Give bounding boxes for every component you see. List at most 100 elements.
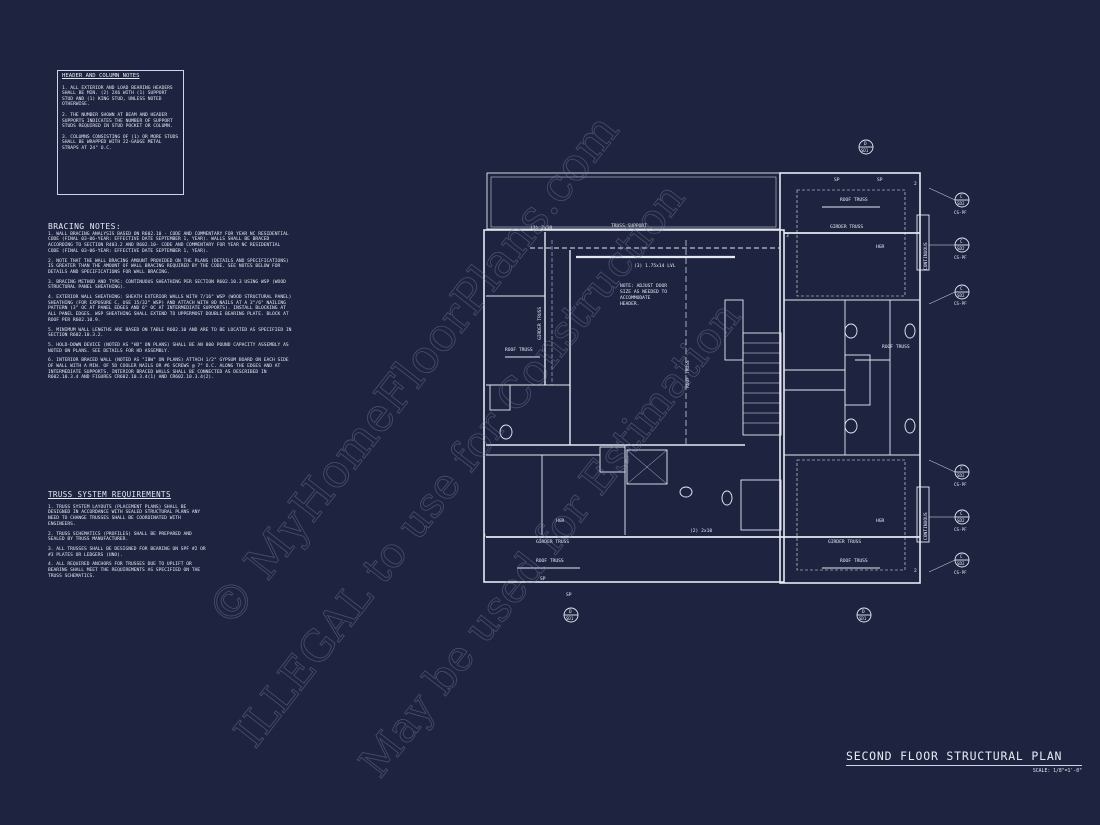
bracing-note-4: 4. EXTERIOR WALL SHEATHING: SHEATH EXTER… [48, 295, 292, 323]
vanity-west [489, 384, 511, 411]
continuous-header-south [916, 486, 930, 543]
label-sp-1: SP [566, 592, 572, 598]
svg-text:D: D [864, 141, 867, 147]
bracing-note-2: 2. NOTE THAT THE WALL BRACING AMOUNT PRO… [48, 258, 289, 275]
floor-plan-drawing: TRUSS SUPPORT (3) 2x10 (3) 1.75x14 LVL N… [483, 139, 970, 623]
header-note-3: 3. COLUMNS CONSISTING OF (1) OR MORE STU… [62, 134, 179, 151]
upper-roof-inner [490, 176, 777, 228]
detail-sheet-6: SD2 [957, 561, 965, 566]
label-girder-truss-se: GIRDER TRUSS [828, 539, 861, 545]
detail-ref-2: CS-PF [954, 255, 967, 260]
detail-ref-4: CS-PF [954, 482, 967, 487]
truss-requirements: TRUSS SYSTEM REQUIREMENTS 1. TRUSS SYSTE… [48, 490, 208, 583]
detail-sheet-2: SD2 [957, 246, 965, 251]
label-hgr-ne: HGR [876, 244, 885, 250]
label-num-3-b: 3 [786, 233, 789, 239]
svg-text:D: D [569, 609, 572, 615]
stair-treads [743, 342, 781, 424]
svg-text:SD1: SD1 [566, 616, 574, 621]
label-roof-truss-ne: ROOF TRUSS [840, 197, 868, 203]
detail-tag-1: C [960, 194, 963, 199]
label-roof-truss-sw: ROOF TRUSS [536, 558, 564, 564]
toilet-west [499, 424, 513, 440]
label-lvl: (3) 1.75x14 LVL [634, 263, 676, 269]
truss-req-2: 2. TRUSS SCHEMATICS (PROFILES) SHALL BE … [48, 531, 192, 543]
detail-ref-5: CS-PF [954, 527, 967, 532]
bracing-notes-title: BRACING NOTES: [48, 222, 122, 231]
truss-req-3: 3. ALL TRUSSES SHALL BE DESIGNED FOR BEA… [48, 546, 206, 558]
label-continuous-north: CONTINUOUS [923, 242, 929, 270]
label-girder-truss-west: GIRDER TRUSS [537, 307, 543, 340]
label-door-note-2: SIZE AS NEEDED TO [620, 289, 667, 295]
truss-req-1: 1. TRUSS SYSTEM LAYOUTS (PLACEMENT PLANS… [48, 504, 201, 527]
detail-leaders [928, 187, 956, 573]
label-hgr-se: HGR [876, 518, 885, 524]
sink [679, 486, 693, 498]
stair [742, 332, 782, 436]
detail-tag-5: C [960, 511, 963, 516]
detail-sheet-4: SD2 [957, 473, 965, 478]
truss-req-4: 4. ALL REQUIRED ANCHORS FOR TRUSSES DUE … [48, 562, 201, 579]
continuous-header-north [916, 214, 930, 271]
label-hgr-sw: HGR [556, 518, 565, 524]
exterior-wall-main [483, 229, 785, 583]
sink-se [904, 418, 916, 434]
label-truss-support: TRUSS SUPPORT [611, 223, 647, 229]
detail-tag-6: C [960, 554, 963, 559]
label-num-3-a: 3 [483, 533, 486, 539]
header-notes-title: HEADER AND COLUMN NOTES [62, 73, 140, 79]
bracing-note-6: 5. HOLD-DOWN DEVICE (NOTED AS "HD" ON PL… [48, 342, 289, 354]
label-girder-truss-ne: GIRDER TRUSS [830, 224, 863, 230]
detail-sheet-3: SD2 [957, 293, 965, 298]
label-door-note-1: NOTE: ADJUST DOOR [620, 283, 667, 289]
section-tag-south-1: D SD1 [563, 607, 579, 623]
tub-east [844, 354, 871, 406]
sink-ne [904, 323, 916, 339]
detail-tag-2: C [960, 239, 963, 244]
detail-sheet-1: SD2 [957, 201, 965, 206]
header-column-notes: HEADER AND COLUMN NOTES 1. ALL EXTERIOR … [57, 70, 184, 195]
label-roof-truss-center: ROOF TRUSS [685, 360, 691, 388]
drawing-scale: SCALE: 1/8"=1'-0" [1032, 769, 1082, 774]
title-block: SECOND FLOOR STRUCTURAL PLAN SCALE: 1/8"… [846, 749, 1082, 774]
bracing-note-3: 3. BRACING METHOD AND TYPE: CONTINUOUS S… [48, 279, 286, 291]
shower [626, 449, 668, 485]
label-beam-2x10: (2) 2x10 [690, 528, 712, 534]
exterior-wall-east [779, 172, 921, 584]
svg-text:SD1: SD1 [859, 616, 867, 621]
bracing-notes: BRACING NOTES: 1. WALL BRACING ANALYSIS … [48, 222, 293, 385]
label-roof-truss-w: ROOF TRUSS [505, 347, 533, 353]
label-sp-4: SP [877, 177, 883, 183]
detail-tag-3: C [960, 286, 963, 291]
svg-text:D: D [862, 609, 865, 615]
drawing-title: SECOND FLOOR STRUCTURAL PLAN [846, 749, 1082, 766]
label-num-2-b: 2 [914, 568, 917, 574]
label-continuous-south: CONTINUOUS [923, 512, 929, 540]
label-door-note-4: HEADER. [620, 301, 639, 307]
truss-requirements-title: TRUSS SYSTEM REQUIREMENTS [48, 490, 171, 499]
label-roof-truss-e: ROOF TRUSS [882, 344, 910, 350]
header-note-2: 2. THE NUMBER SHOWN AT BEAM AND HEADER S… [62, 112, 173, 130]
truss-zone-se [796, 459, 906, 571]
label-girder-truss-sw: GIRDER TRUSS [536, 539, 569, 545]
bracing-note-5: 5. MINIMUM WALL LENGTHS ARE BASED ON TAB… [48, 327, 292, 339]
label-roof-truss-se: ROOF TRUSS [840, 558, 868, 564]
toilet-se [844, 418, 858, 434]
bracing-note-1: 1. WALL BRACING ANALYSIS BASED ON R602.1… [48, 231, 289, 254]
detail-ref-1: CS-PF [954, 210, 967, 215]
label-sp-3: SP [834, 177, 840, 183]
upper-roof-outline [486, 172, 781, 230]
label-door-note-3: ACCOMMODATE [620, 295, 651, 301]
detail-tag-4: C [960, 466, 963, 471]
detail-ref-6: CS-PF [954, 570, 967, 575]
toilet [721, 490, 733, 506]
detail-ref-3: CS-PF [954, 301, 967, 306]
label-num-2-a: 2 [914, 181, 917, 187]
svg-text:SD1: SD1 [861, 148, 869, 153]
section-tag-south-2: D SD1 [856, 607, 872, 623]
header-note-1: 1. ALL EXTERIOR AND LOAD BEARING HEADERS… [62, 85, 173, 108]
bath-tub [740, 479, 782, 531]
section-tag-north: D SD1 [858, 139, 874, 155]
closet [724, 299, 744, 361]
detail-sheet-5: SD2 [957, 518, 965, 523]
